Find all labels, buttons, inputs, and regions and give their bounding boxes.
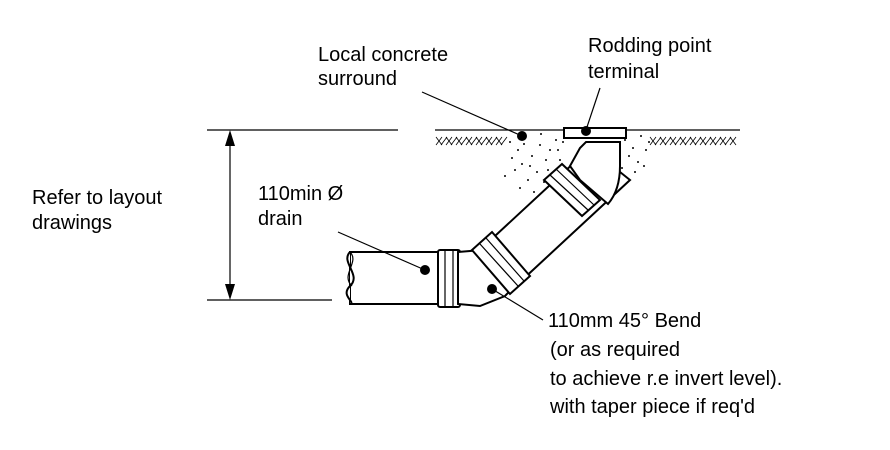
drain-pipe (345, 127, 632, 308)
rodding-point-terminal (563, 127, 627, 139)
refer-layout-label-line1: Refer to layout (32, 187, 163, 209)
concrete-surround (504, 133, 650, 193)
refer-layout-label-line2: drawings (32, 212, 112, 234)
ground-hatching (435, 136, 737, 146)
rodding-point-label-line1: Rodding point (588, 35, 712, 57)
bend-label-line1: 110mm 45° Bend (548, 310, 701, 332)
concrete-surround-label-line1: Local concrete (318, 44, 448, 66)
labels: Local concrete surround Rodding point te… (32, 35, 782, 418)
bend-label-line4: with taper piece if req'd (549, 396, 755, 418)
leader-lines (337, 87, 601, 321)
bend-label-line2: (or as required (550, 339, 680, 361)
drain-label-line1: 110min Ø (258, 183, 343, 205)
depth-dimension (207, 130, 332, 301)
rodding-point-label-line2: terminal (588, 61, 659, 83)
drain-label-line2: drain (258, 208, 302, 230)
bend-label-line3: to achieve r.e invert level). (550, 368, 782, 390)
concrete-surround-label-line2: surround (318, 68, 397, 90)
